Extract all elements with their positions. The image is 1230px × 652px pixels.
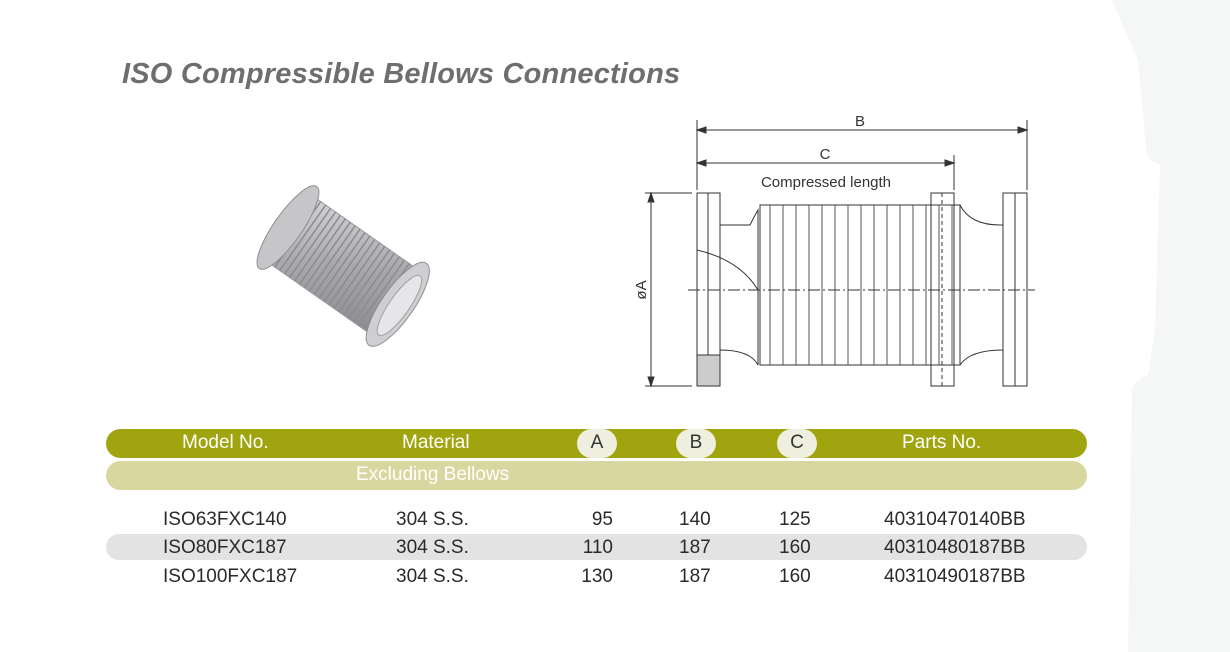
dim-c-label: C [820,146,831,163]
technical-drawing: B C Compressed length øA [633,113,1035,388]
table-subheader: Excluding Bellows [106,461,1087,490]
cell-a: 95 [591,509,613,530]
cell-b: 187 [679,566,711,587]
header-c: C [790,432,804,453]
cell-material: 304 S.S. [396,537,469,558]
bellows-product-image [256,185,430,347]
cell-material: 304 S.S. [396,509,469,530]
header-parts: Parts No. [902,432,982,453]
subheader-label: Excluding Bellows [356,464,510,485]
header-material: Material [402,432,470,453]
header-model: Model No. [182,432,269,453]
cell-model: ISO100FXC187 [163,566,298,587]
table-row: ISO63FXC140 304 S.S. 95 140 125 40310470… [106,506,1087,532]
cell-material: 304 S.S. [396,566,469,587]
table-row: ISO80FXC187 304 S.S. 110 187 160 4031048… [106,534,1087,560]
cell-a: 130 [581,566,613,587]
header-b: B [689,432,703,453]
header-b-pill: B [676,429,716,458]
table-header: Model No. Material A B C Parts No. [106,429,1087,458]
cell-c: 160 [779,566,811,587]
cell-c: 160 [779,537,811,558]
cell-model: ISO80FXC187 [163,537,287,558]
cell-parts: 40310470140BB [884,509,1026,530]
compressed-length-label: Compressed length [761,174,891,191]
cell-b: 140 [679,509,711,530]
cell-a: 110 [582,537,613,558]
dim-a-label: øA [633,280,650,299]
table-row: ISO100FXC187 304 S.S. 130 187 160 403104… [106,563,1087,589]
header-a-pill: A [577,429,617,458]
page-title: ISO Compressible Bellows Connections [122,58,681,90]
header-a: A [590,432,604,453]
cell-parts: 40310480187BB [884,537,1026,558]
cell-model: ISO63FXC140 [163,509,287,530]
dim-b-label: B [855,113,865,130]
header-c-pill: C [777,429,817,458]
cell-parts: 40310490187BB [884,566,1026,587]
cell-c: 125 [779,509,811,530]
cell-b: 187 [679,537,711,558]
